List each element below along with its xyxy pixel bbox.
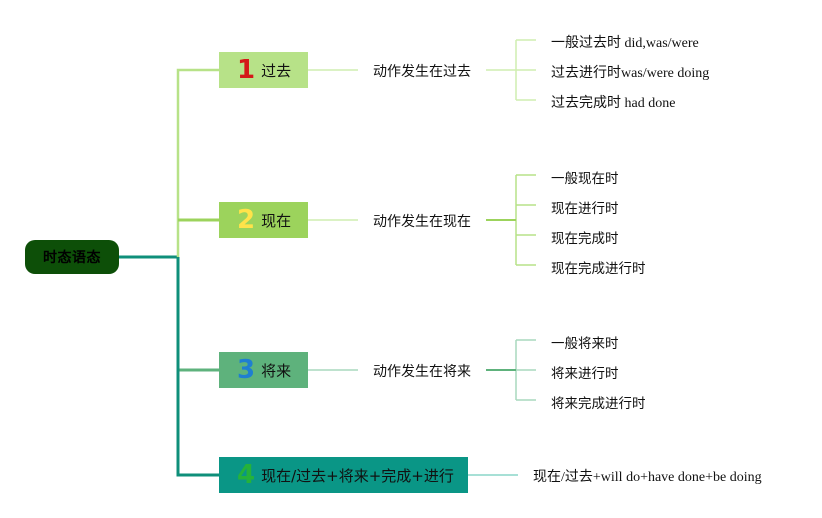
leaf-label: 现在进行时 [551,201,619,217]
leaf-present-progressive[interactable]: 现在进行时 [551,197,619,217]
number-4-icon: 4 [237,460,256,490]
mid-label-past: 动作发生在过去 [373,64,471,80]
mid-label-present: 动作发生在现在 [373,214,471,230]
mid-node-future[interactable]: 动作发生在将来 [373,361,471,381]
leaf-label: 过去完成时 had done [551,96,676,111]
leaf-label: 将来完成进行时 [551,396,646,412]
leaf-present-perfect-progressive[interactable]: 现在完成进行时 [551,257,646,277]
leaf-label: 一般现在时 [551,171,619,187]
mid-label-combined: 现在/过去+will do+have done+be doing [533,470,762,485]
branch-node-past[interactable]: 1 过去 [219,52,308,88]
mid-node-present[interactable]: 动作发生在现在 [373,211,471,231]
branch-node-future[interactable]: 3 将来 [219,352,308,388]
branch-label-present: 现在 [261,211,292,230]
branch-label-combined: 现在/过去+将来+完成+进行 [261,466,454,485]
leaf-future-perfect-progressive[interactable]: 将来完成进行时 [551,392,646,412]
leaf-present-simple[interactable]: 一般现在时 [551,167,619,187]
leaf-label: 现在完成时 [551,231,619,247]
leaf-label: 一般将来时 [551,336,619,352]
root-label: 时态语态 [43,250,101,266]
leaf-future-progressive[interactable]: 将来进行时 [551,362,619,382]
number-3-icon: 3 [237,355,256,385]
number-2-icon: 2 [237,205,256,235]
trunk-line-4 [176,257,219,477]
leaf-label: 现在完成进行时 [551,261,646,277]
leaf-past-simple[interactable]: 一般过去时 did,was/were [551,32,699,52]
branch-label-past: 过去 [261,61,292,80]
branch-node-present[interactable]: 2 现在 [219,202,308,238]
leaf-past-perfect[interactable]: 过去完成时 had done [551,92,675,112]
branch1-leaf-lines [486,39,536,101]
leaf-label: 一般过去时 did,was/were [551,36,699,51]
branch-label-future: 将来 [261,361,292,380]
trunk-line-3 [176,257,219,372]
root-node[interactable]: 时态语态 [25,240,119,274]
number-1-icon: 1 [237,55,256,85]
leaf-label: 过去进行时was/were doing [551,66,710,81]
leaf-future-simple[interactable]: 一般将来时 [551,332,619,352]
mid-node-past[interactable]: 动作发生在过去 [373,61,471,81]
leaf-label: 将来进行时 [551,366,619,382]
mid-node-combined[interactable]: 现在/过去+will do+have done+be doing [533,466,762,486]
leaf-present-perfect[interactable]: 现在完成时 [551,227,619,247]
leaf-past-progressive[interactable]: 过去进行时was/were doing [551,62,709,82]
trunk-line-1 [176,68,219,257]
mid-label-future: 动作发生在将来 [373,364,471,380]
branch-node-combined[interactable]: 4 现在/过去+将来+完成+进行 [219,457,468,493]
